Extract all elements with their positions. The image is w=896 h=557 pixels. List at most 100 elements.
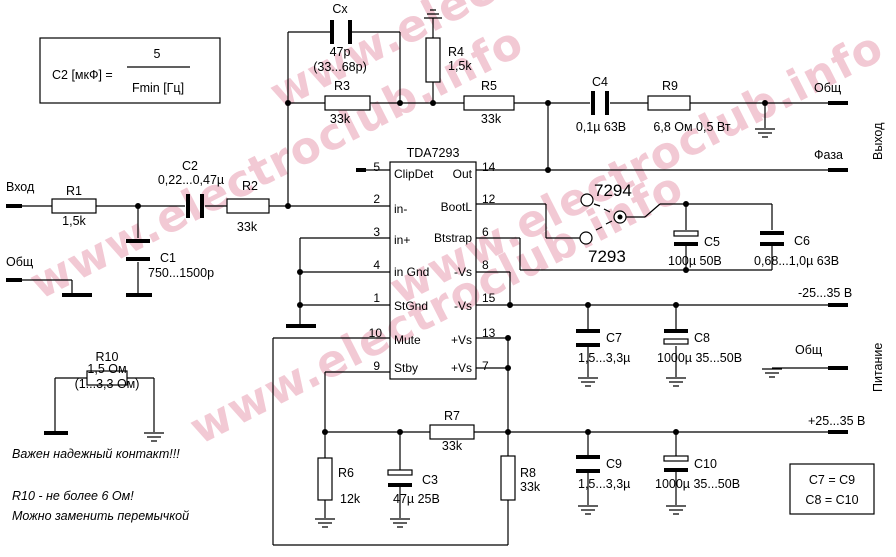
ic-pin-number: 2 — [373, 192, 380, 206]
r7-name: R7 — [444, 409, 460, 423]
r3-name: R3 — [334, 79, 350, 93]
ic-pin-number: 6 — [482, 225, 489, 239]
c9-value: 1,5...3,3µ — [578, 477, 630, 491]
r2-name: R2 — [242, 179, 258, 193]
c10-name: C10 — [694, 457, 717, 471]
ic-pin-label: Stby — [394, 361, 418, 375]
r5-value: 33k — [481, 112, 502, 126]
ic-pin-label: StGnd — [394, 299, 428, 313]
c9-name: C9 — [606, 457, 622, 471]
jumper — [579, 193, 627, 245]
c8-name: C8 — [694, 331, 710, 345]
r1-value: 1,5k — [62, 214, 86, 228]
c4-value: 0,1µ 63В — [576, 120, 626, 134]
r3-value: 33k — [330, 112, 351, 126]
capacitors — [126, 20, 784, 487]
ic-name: TDA7293 — [407, 146, 460, 160]
ic-pin-number: 12 — [482, 192, 496, 206]
c6-value: 0,68...1,0µ 63В — [754, 254, 839, 268]
r6-value: 12k — [340, 492, 361, 506]
r2-value: 33k — [237, 220, 258, 234]
ic-tda7293: TDA7293 ClipDet in- in+ in Gnd StGnd Mut… — [369, 146, 496, 380]
r10-name: R10 — [96, 350, 119, 364]
resistors — [51, 37, 691, 501]
ic-pin-label: Out — [453, 167, 473, 181]
input-gnd-label: Общ — [6, 255, 33, 269]
c2-name: C2 — [182, 159, 198, 173]
note-contact: Важен надежный контакт!!! — [12, 447, 180, 461]
ic-pin-number: 9 — [373, 359, 380, 373]
ic-pin-number: 10 — [369, 326, 383, 340]
cx-value: 47p — [330, 45, 351, 59]
notes: Важен надежный контакт!!! R10 - не более… — [12, 447, 189, 523]
ic-pin-number: 14 — [482, 160, 496, 174]
c8-value: 1000µ 35...50В — [657, 351, 742, 365]
ic-pin-label: Btstrap — [434, 231, 472, 245]
wires — [20, 18, 842, 546]
formula-lhs: C2 [мкФ] = — [52, 68, 113, 82]
input-label: Вход — [6, 180, 35, 194]
ic-pin-label: in Gnd — [394, 265, 429, 279]
neg-supply-label: -25...35 В — [798, 286, 852, 300]
formula-box: C2 [мкФ] = 5 Fmin [Гц] — [39, 37, 221, 104]
ic-pin-label: +Vs — [451, 333, 472, 347]
r9-name: R9 — [662, 79, 678, 93]
supply-side-label: Питание — [871, 343, 885, 392]
phase-label: Фаза — [814, 148, 843, 162]
note-r10-limit: R10 - не более 6 Ом! — [12, 489, 134, 503]
ic-pin-number: 7 — [482, 359, 489, 373]
c4-name: C4 — [592, 75, 608, 89]
jumper-label-7294: 7294 — [594, 181, 632, 200]
formula-denominator: Fmin [Гц] — [132, 81, 184, 95]
cx-range: (33...68p) — [313, 60, 367, 74]
ic-pin-number: 5 — [373, 160, 380, 174]
ground-symbols — [144, 9, 782, 528]
ic-pin-number: 15 — [482, 291, 496, 305]
c5-value: 100µ 50В — [668, 254, 722, 268]
pos-supply-label: +25...35 В — [808, 414, 865, 428]
c3-value: 47µ 25В — [393, 492, 440, 506]
ic-pin-label: in- — [394, 202, 407, 216]
note-replace: Можно заменить перемычкой — [12, 509, 189, 523]
ic-pin-number: 3 — [373, 225, 380, 239]
r7-value: 33k — [442, 439, 463, 453]
r10-value: 1,5 Ом — [87, 362, 126, 376]
r4-value: 1,5k — [448, 59, 472, 73]
c2-value: 0,22...0,47µ — [158, 173, 224, 187]
formula-numerator: 5 — [154, 47, 161, 61]
junctions — [135, 100, 768, 435]
c6-name: C6 — [794, 234, 810, 248]
c1-name: C1 — [160, 251, 176, 265]
equality-c8-c10: C8 = C10 — [805, 493, 858, 507]
r1-name: R1 — [66, 184, 82, 198]
ic-pin-label: +Vs — [451, 361, 472, 375]
ic-pin-label: -Vs — [454, 299, 472, 313]
r4-name: R4 — [448, 45, 464, 59]
ic-pin-number: 1 — [373, 291, 380, 305]
r6-name: R6 — [338, 466, 354, 480]
ic-pin-number: 4 — [373, 258, 380, 272]
ic-pin-number: 13 — [482, 326, 496, 340]
r9-value: 6,8 Ом 0,5 Вт — [653, 120, 730, 134]
c7-name: C7 — [606, 331, 622, 345]
r8-value: 33k — [520, 480, 541, 494]
c7-value: 1,5...3,3µ — [578, 351, 630, 365]
component-labels: Cx 47p (33...68p) R4 1,5k R3 33k R5 33k … — [62, 2, 839, 506]
cx-name: Cx — [332, 2, 348, 16]
r5-name: R5 — [481, 79, 497, 93]
ic-pin-label: ClipDet — [394, 167, 434, 181]
r8-name: R8 — [520, 466, 536, 480]
c1-value: 750...1500р — [148, 266, 214, 280]
c5-name: C5 — [704, 235, 720, 249]
output-side-label: Выход — [871, 122, 885, 160]
ic-pin-label: Mute — [394, 333, 421, 347]
ic-pin-number: 8 — [482, 258, 489, 272]
equalities-box: C7 = C9 C8 = C10 — [789, 463, 875, 515]
c10-value: 1000µ 35...50В — [655, 477, 740, 491]
jumper-label-7293: 7293 — [588, 247, 626, 266]
terminal-labels: Вход Общ Общ Фаза -25...35 В Общ +25...3… — [6, 81, 885, 428]
supply-gnd-label: Общ — [795, 343, 822, 357]
out-gnd-label: Общ — [814, 81, 841, 95]
ic-pin-label: in+ — [394, 233, 410, 247]
